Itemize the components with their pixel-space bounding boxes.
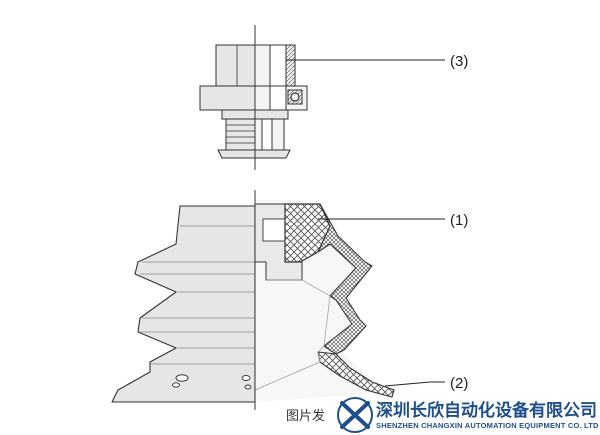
bellows-section xyxy=(254,200,395,402)
company-logo-icon xyxy=(337,397,373,433)
lip-hole xyxy=(241,375,251,381)
company-name-en: SHENZHEN CHANGXIN AUTOMATION EQUIPMENT C… xyxy=(376,421,599,430)
lip-hole xyxy=(244,384,252,390)
caption-text: 图片发 xyxy=(286,408,325,423)
fitting xyxy=(199,44,308,159)
bellows-fold-lines xyxy=(140,225,255,365)
callout-label-2: (2) xyxy=(450,375,468,392)
company-name-cn: 深圳长欣自动化设备有限公司 xyxy=(376,400,597,421)
callout-label-3: (3) xyxy=(450,53,468,70)
bellows-exterior xyxy=(111,205,256,403)
lip-hole xyxy=(175,374,189,382)
callout-label-1: (1) xyxy=(450,212,468,229)
leader-2 xyxy=(384,381,445,387)
lip-hole xyxy=(172,382,180,388)
lip-2 xyxy=(317,351,395,398)
bellows-wall xyxy=(317,203,373,355)
callout-leaders xyxy=(286,59,445,387)
watermark: 图片发 深圳长欣自动化设备有限公司 SHENZHEN CHANGXIN AUTO… xyxy=(286,397,599,433)
